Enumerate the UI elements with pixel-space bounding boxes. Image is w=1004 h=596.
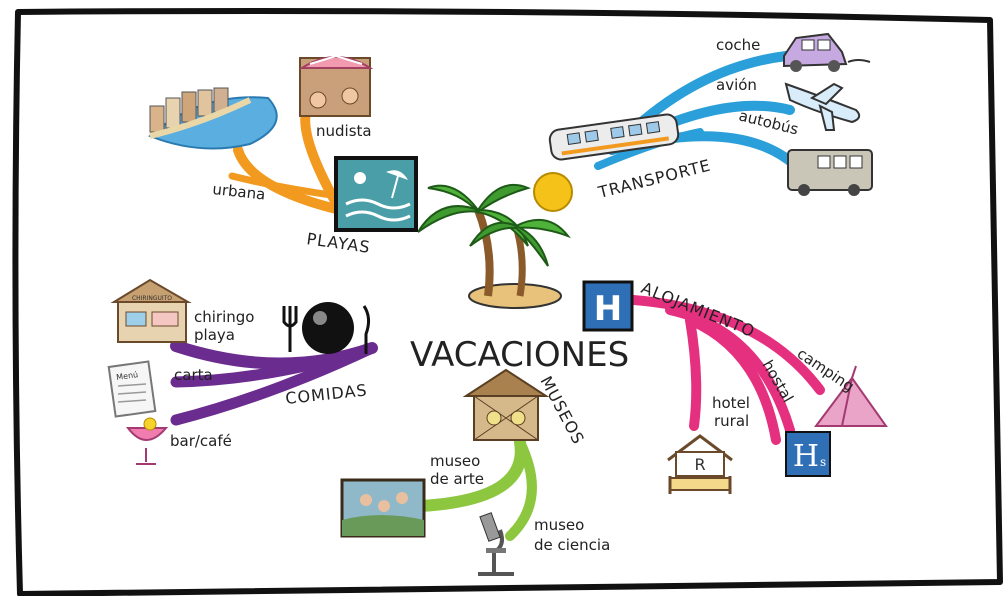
plane-icon <box>784 82 861 131</box>
hostal-s-letter: s <box>820 455 826 469</box>
transporte-item-avion: avión <box>716 76 757 94</box>
museos-item-museo-ciencia-1: museo <box>534 516 584 534</box>
sun-icon <box>533 172 573 212</box>
plate-cutlery-icon <box>282 302 371 354</box>
rural-r-letter: R <box>694 455 705 474</box>
car-icon <box>783 32 871 72</box>
museos-item-museo-ciencia-2: de ciencia <box>534 536 610 554</box>
beach-sign-icon <box>334 156 418 232</box>
palm-island-icon <box>417 183 571 309</box>
museum-building-icon <box>462 368 550 441</box>
playas-branch <box>228 107 345 215</box>
painting-icon <box>340 478 426 538</box>
transporte-item-coche: coche <box>716 36 760 54</box>
alojamiento-item-hotel: hotel <box>712 394 750 412</box>
playas-item-urbana: urbana <box>212 180 267 203</box>
comidas-branch <box>170 340 378 426</box>
tent-icon <box>814 365 888 427</box>
museos-item-museo-arte-1: museo <box>430 452 480 470</box>
kiosk-sign-text: CHIRINGUITO <box>132 295 172 302</box>
bus-icon <box>787 149 873 196</box>
cocktail-icon <box>125 417 169 465</box>
beach-bar-icon: CHIRINGUITO <box>110 278 192 343</box>
menu-card-title: Menú <box>116 370 139 382</box>
hospital-h-letter: H <box>594 289 622 329</box>
museos-item-museo-arte-2: de arte <box>430 470 484 488</box>
microscope-icon <box>478 512 514 576</box>
train-icon <box>548 113 680 161</box>
urban-beach-icon <box>148 87 278 150</box>
alojamiento-branch <box>629 295 825 445</box>
menu-card-icon: Menú <box>107 360 157 418</box>
hostal-sign-icon: H s <box>785 431 831 477</box>
hospital-h-icon: H <box>582 280 634 332</box>
comidas-item-chiringo: chiringo <box>194 308 254 326</box>
alojamiento-item-rural: rural <box>714 412 749 430</box>
comidas-item-playa: playa <box>194 326 235 344</box>
hostal-h-letter: H <box>793 439 819 474</box>
nudist-beach-icon <box>298 54 374 117</box>
comidas-item-barcafe: bar/café <box>170 432 232 450</box>
museos-branch <box>414 436 537 541</box>
playas-item-nudista: nudista <box>316 122 372 140</box>
central-title: VACACIONES <box>410 335 629 375</box>
rural-bed-icon: R <box>667 434 733 494</box>
comidas-item-carta: carta <box>174 366 213 384</box>
